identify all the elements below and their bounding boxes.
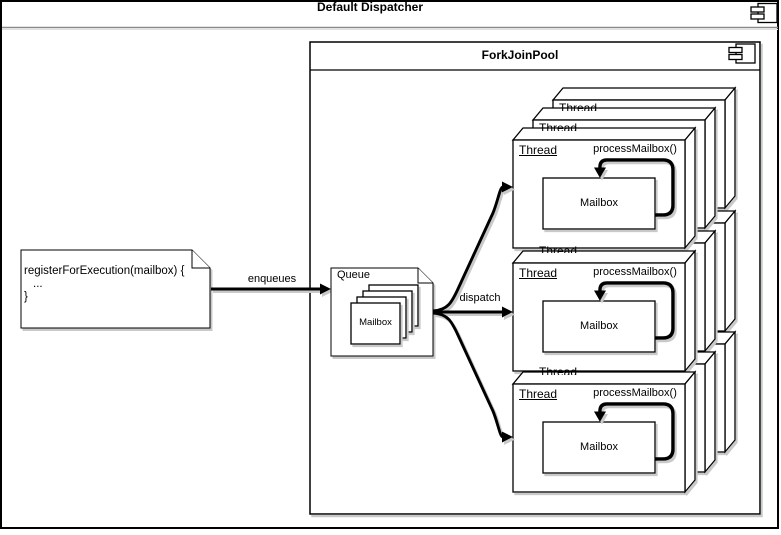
thread-stack-layer-label: Thread [539, 123, 578, 131]
component-icon [750, 2, 778, 24]
process-loop-arrow [594, 158, 675, 217]
dispatch-label: dispatch [459, 292, 501, 304]
note-line: } [24, 291, 28, 303]
enqueues-label: enqueues [247, 273, 297, 285]
process-loop-arrow [594, 281, 675, 340]
queue-card-label: Mailbox [359, 317, 392, 328]
mailbox-label: Mailbox [580, 197, 618, 209]
thread-mailbox-rect [542, 300, 656, 353]
pool-title: ForkJoinPool [481, 48, 559, 62]
note-shape [20, 249, 211, 329]
thread-title: Thread [519, 387, 558, 401]
thread-title: Thread [519, 143, 558, 157]
process-loop-arrow [594, 402, 675, 461]
thread-stack-layer-label: Thread [539, 367, 578, 375]
dispatch-arrows [432, 181, 513, 443]
enqueues-arrow [211, 283, 331, 295]
thread-stack-layer-label: Thread [559, 103, 598, 111]
thread-mailbox-rect [542, 177, 656, 230]
note-text: registerForExecution(mailbox) { ... } [24, 265, 184, 304]
diagram-title: Default Dispatcher [316, 0, 424, 14]
thread-mailbox-rect [542, 421, 656, 474]
mailbox-card-front [350, 302, 401, 345]
dispatch-arrow-top [432, 185, 504, 313]
process-mailbox-label: processMailbox() [593, 387, 677, 399]
mailbox-label: Mailbox [580, 320, 618, 332]
mailbox-label: Mailbox [580, 441, 618, 453]
note-line: registerForExecution(mailbox) { [24, 265, 185, 277]
queue-mailbox-cards [350, 284, 419, 345]
process-mailbox-label: processMailbox() [593, 143, 677, 155]
thread-title: Thread [519, 266, 558, 280]
queue-title: Queue [337, 269, 371, 281]
note-line: ... [33, 278, 43, 290]
process-mailbox-label: processMailbox() [593, 266, 677, 278]
thread-stack-layer-label: Thread [539, 246, 578, 253]
dispatch-arrow-bottom [432, 311, 504, 439]
